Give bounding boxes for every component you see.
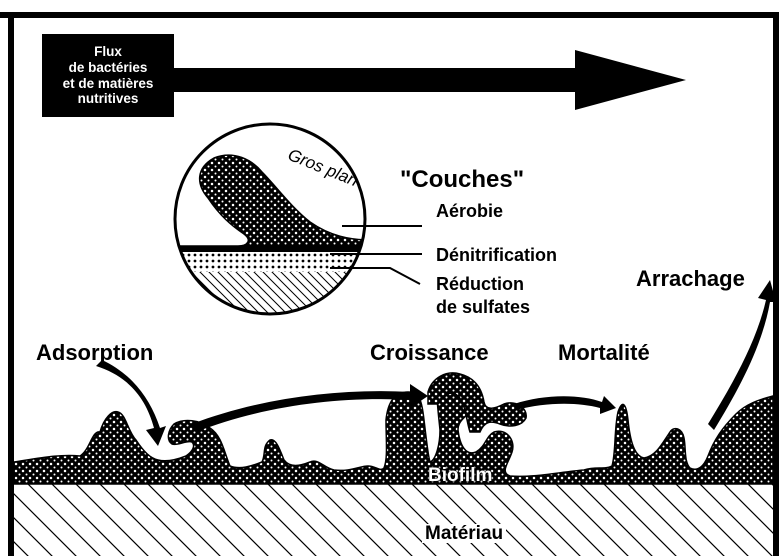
biofilm-label: Biofilm bbox=[428, 466, 492, 485]
layer-sulfate-label-line2: de sulfates bbox=[436, 298, 530, 316]
material-label: Matériau bbox=[422, 524, 506, 543]
stage-adsorption-label: Adsorption bbox=[36, 342, 153, 364]
flux-arrow bbox=[170, 50, 686, 110]
flux-line-2: de bactéries bbox=[69, 60, 148, 76]
stage-growth-label: Croissance bbox=[370, 342, 489, 364]
flux-line-1: Flux bbox=[94, 44, 122, 60]
layer-sulfate-label-line1: Réduction bbox=[436, 275, 524, 293]
frame-right bbox=[773, 12, 779, 556]
layers-heading: "Couches" bbox=[400, 168, 524, 192]
layer-aerobic-label: Aérobie bbox=[436, 202, 503, 220]
stage-mortality-label: Mortalité bbox=[558, 342, 650, 364]
material-layer bbox=[14, 484, 773, 556]
closeup-lens bbox=[170, 124, 370, 322]
stage-detachment-label: Arrachage bbox=[636, 268, 745, 290]
frame-left bbox=[8, 12, 14, 556]
flux-line-3: et de matières bbox=[63, 76, 154, 92]
frame-top bbox=[0, 12, 779, 18]
flux-label-box: Flux de bactéries et de matières nutriti… bbox=[42, 34, 174, 117]
layer-denitrification-label: Dénitrification bbox=[436, 246, 557, 264]
flux-line-4: nutritives bbox=[78, 91, 139, 107]
